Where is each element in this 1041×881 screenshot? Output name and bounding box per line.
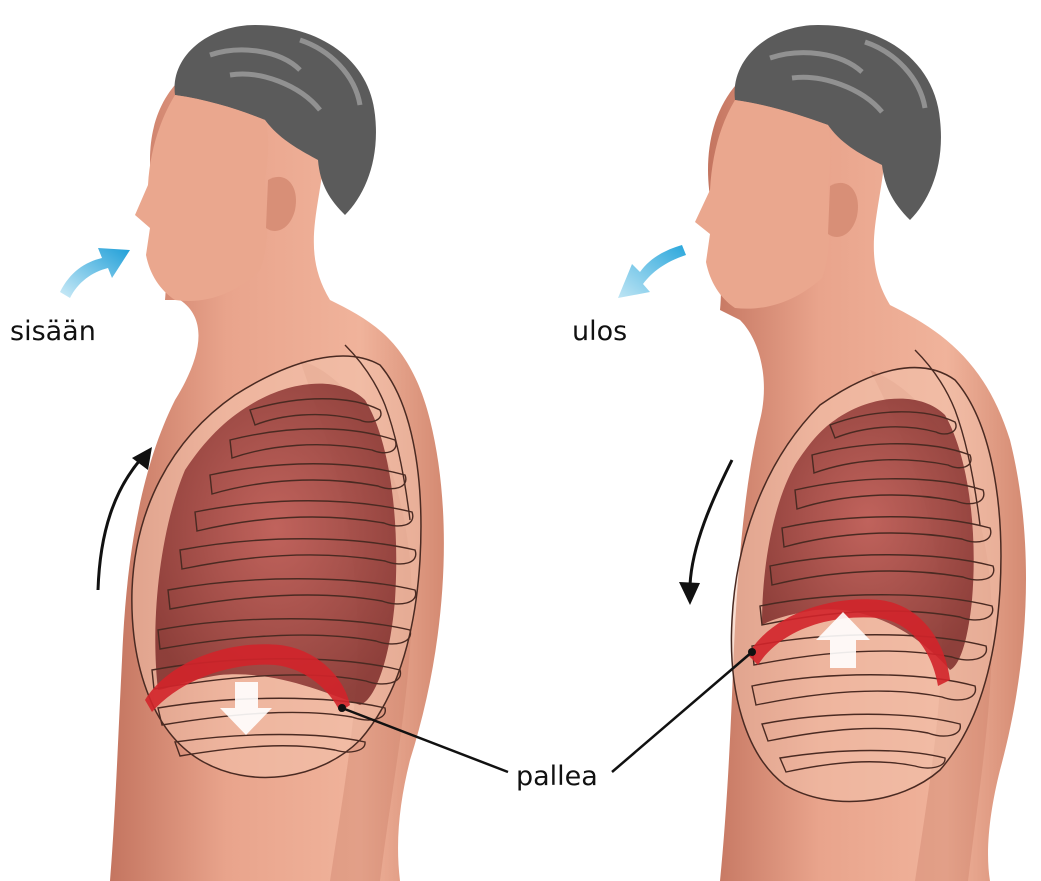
air-out-arrow bbox=[618, 245, 686, 298]
ribcage-down-arrowhead bbox=[679, 582, 700, 605]
leader-dot-right bbox=[748, 648, 756, 656]
label-diaphragm: pallea bbox=[516, 761, 598, 792]
ribcage-down-arrow bbox=[690, 460, 732, 585]
air-in-arrow bbox=[60, 248, 130, 298]
exhale-panel bbox=[618, 25, 1026, 881]
inhale-panel bbox=[60, 25, 444, 881]
label-exhale: ulos bbox=[572, 316, 627, 347]
leader-dot-left bbox=[338, 704, 346, 712]
label-inhale: sisään bbox=[10, 316, 96, 347]
